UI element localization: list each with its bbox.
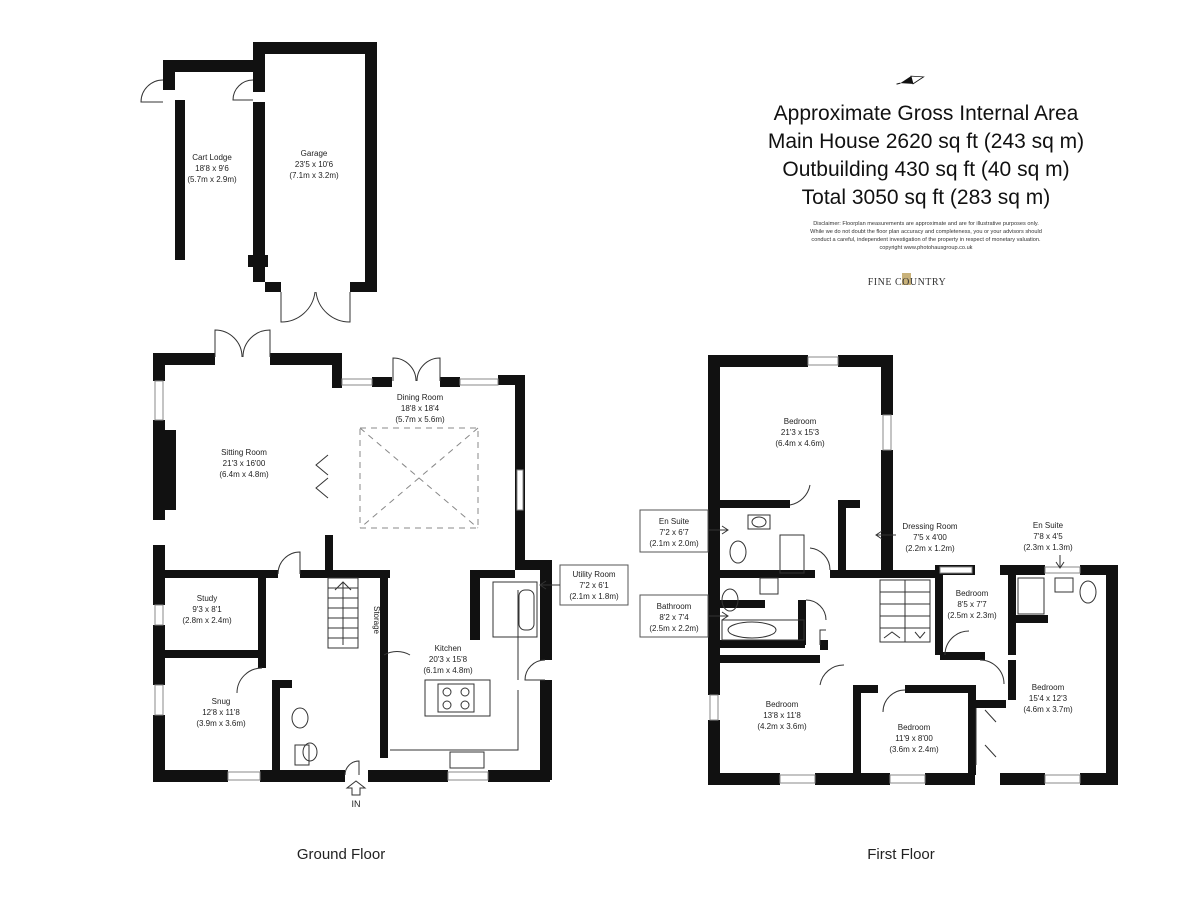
compass-icon [896, 75, 925, 85]
svg-text:En Suite: En Suite [1033, 521, 1064, 530]
area-outbuilding: Outbuilding 430 sq ft (40 sq m) [782, 158, 1069, 181]
svg-text:Bedroom: Bedroom [784, 417, 817, 426]
room-label-sitting-room: Sitting Room 21'3 x 16'00 (6.4m x 4.8m) [219, 448, 269, 479]
svg-text:7'8 x 4'5: 7'8 x 4'5 [1033, 532, 1063, 541]
svg-text:8'2 x 7'4: 8'2 x 7'4 [659, 613, 689, 622]
svg-text:Study: Study [197, 594, 217, 603]
room-label-kitchen: Kitchen 20'3 x 15'8 (6.1m x 4.8m) [423, 644, 473, 675]
svg-text:Snug: Snug [212, 697, 231, 706]
brand-logo: FINE COUNTRY [868, 273, 947, 288]
svg-text:Cart Lodge: Cart Lodge [192, 153, 232, 162]
room-label-snug: Snug 12'8 x 11'8 (3.9m x 3.6m) [196, 697, 246, 728]
area-total: Total 3050 sq ft (283 sq m) [802, 186, 1051, 209]
first-floor-plan [708, 355, 1118, 785]
svg-text:18'8 x 18'4: 18'8 x 18'4 [401, 404, 440, 413]
svg-text:18'8 x 9'6: 18'8 x 9'6 [195, 164, 229, 173]
svg-text:Dining Room: Dining Room [397, 393, 444, 402]
room-label-bedroom-4: Bedroom 13'8 x 11'8 (4.2m x 3.6m) [757, 700, 807, 731]
svg-text:(4.6m x 3.7m): (4.6m x 3.7m) [1023, 705, 1073, 714]
svg-text:(7.1m x 3.2m): (7.1m x 3.2m) [289, 171, 339, 180]
svg-text:(5.7m x 5.6m): (5.7m x 5.6m) [395, 415, 445, 424]
area-summary: Approximate Gross Internal Area Main Hou… [768, 102, 1084, 209]
svg-text:20'3 x 15'8: 20'3 x 15'8 [429, 655, 468, 664]
svg-text:8'5 x 7'7: 8'5 x 7'7 [957, 600, 987, 609]
room-label-utility-room: Utility Room 7'2 x 6'1 (2.1m x 1.8m) [569, 570, 619, 601]
svg-text:Bedroom: Bedroom [1032, 683, 1065, 692]
svg-text:Kitchen: Kitchen [435, 644, 462, 653]
area-main-house: Main House 2620 sq ft (243 sq m) [768, 130, 1084, 153]
svg-text:11'9 x 8'00: 11'9 x 8'00 [895, 734, 933, 743]
svg-text:(2.5m x 2.3m): (2.5m x 2.3m) [947, 611, 997, 620]
svg-text:Utility Room: Utility Room [572, 570, 615, 579]
svg-text:Dressing Room: Dressing Room [902, 522, 957, 531]
room-label-dressing-room: Dressing Room 7'5 x 4'00 (2.2m x 1.2m) [902, 522, 957, 553]
svg-text:En Suite: En Suite [659, 517, 690, 526]
svg-text:(2.8m x 2.4m): (2.8m x 2.4m) [182, 616, 232, 625]
svg-text:Bedroom: Bedroom [898, 723, 931, 732]
svg-text:Disclaimer: Floorplan measurem: Disclaimer: Floorplan measurements are a… [813, 221, 1039, 227]
room-label-storage: Storage [372, 606, 381, 635]
room-label-bathroom: Bathroom 8'2 x 7'4 (2.5m x 2.2m) [649, 602, 699, 633]
room-label-bedroom-main: Bedroom 21'3 x 15'3 (6.4m x 4.6m) [775, 417, 825, 448]
svg-text:(5.7m x 2.9m): (5.7m x 2.9m) [187, 175, 237, 184]
outbuilding [140, 42, 377, 323]
svg-text:23'5 x 10'6: 23'5 x 10'6 [295, 160, 334, 169]
svg-text:(2.5m x 2.2m): (2.5m x 2.2m) [649, 624, 699, 633]
room-label-garage: Garage 23'5 x 10'6 (7.1m x 3.2m) [289, 149, 339, 180]
room-label-bedroom-3: Bedroom 15'4 x 12'3 (4.6m x 3.7m) [1023, 683, 1073, 714]
room-label-en-suite-2: En Suite 7'8 x 4'5 (2.3m x 1.3m) [1023, 521, 1073, 552]
svg-text:(4.2m x 3.6m): (4.2m x 3.6m) [757, 722, 807, 731]
entry-arrow-icon [345, 780, 367, 796]
svg-text:(2.1m x 1.8m): (2.1m x 1.8m) [569, 592, 619, 601]
room-label-bedroom-5: Bedroom 11'9 x 8'00 (3.6m x 2.4m) [889, 723, 939, 754]
svg-text:While we do not doubt the floo: While we do not doubt the floor plan acc… [810, 229, 1042, 235]
svg-text:(6.4m x 4.8m): (6.4m x 4.8m) [219, 470, 269, 479]
svg-text:Garage: Garage [301, 149, 328, 158]
svg-text:Sitting Room: Sitting Room [221, 448, 267, 457]
area-title: Approximate Gross Internal Area [774, 102, 1079, 125]
room-label-en-suite-1: En Suite 7'2 x 6'7 (2.1m x 2.0m) [649, 517, 699, 548]
svg-text:(6.4m x 4.6m): (6.4m x 4.6m) [775, 439, 825, 448]
room-label-cart-lodge: Cart Lodge 18'8 x 9'6 (5.7m x 2.9m) [187, 153, 237, 184]
svg-text:15'4 x 12'3: 15'4 x 12'3 [1029, 694, 1068, 703]
svg-text:21'3 x 16'00: 21'3 x 16'00 [223, 459, 266, 468]
svg-text:Bedroom: Bedroom [766, 700, 799, 709]
svg-text:(2.2m x 1.2m): (2.2m x 1.2m) [905, 544, 955, 553]
entry-marker: IN [345, 780, 367, 809]
ground-floor-plan [153, 329, 552, 782]
svg-text:21'3 x 15'3: 21'3 x 15'3 [781, 428, 820, 437]
svg-text:12'8 x 11'8: 12'8 x 11'8 [202, 708, 240, 717]
svg-text:9'3 x 8'1: 9'3 x 8'1 [192, 605, 222, 614]
svg-text:(2.3m x 1.3m): (2.3m x 1.3m) [1023, 543, 1073, 552]
svg-text:(2.1m x 2.0m): (2.1m x 2.0m) [649, 539, 699, 548]
room-label-study: Study 9'3 x 8'1 (2.8m x 2.4m) [182, 594, 232, 625]
svg-text:copyright www.photohausgroup.c: copyright www.photohausgroup.co.uk [880, 245, 973, 251]
svg-text:conduct a careful, independent: conduct a careful, independent investiga… [811, 237, 1041, 243]
svg-text:13'8 x 11'8: 13'8 x 11'8 [763, 711, 801, 720]
svg-text:7'2 x 6'1: 7'2 x 6'1 [579, 581, 609, 590]
svg-text:(3.6m x 2.4m): (3.6m x 2.4m) [889, 745, 939, 754]
floor-label-ground: Ground Floor [297, 846, 385, 863]
svg-text:(6.1m x 4.8m): (6.1m x 4.8m) [423, 666, 473, 675]
room-label-dining-room: Dining Room 18'8 x 18'4 (5.7m x 5.6m) [395, 393, 445, 424]
entry-label: IN [352, 799, 361, 809]
svg-text:Bedroom: Bedroom [956, 589, 989, 598]
disclaimer: Disclaimer: Floorplan measurements are a… [810, 221, 1042, 251]
room-label-bedroom-2: Bedroom 8'5 x 7'7 (2.5m x 2.3m) [947, 589, 997, 620]
svg-text:(3.9m x 3.6m): (3.9m x 3.6m) [196, 719, 246, 728]
brand-logo-text: FINE COUNTRY [868, 277, 947, 288]
svg-text:7'5 x 4'00: 7'5 x 4'00 [913, 533, 947, 542]
callout-boxes [539, 509, 1065, 638]
floor-label-first: First Floor [867, 846, 935, 863]
svg-text:7'2 x 6'7: 7'2 x 6'7 [659, 528, 689, 537]
svg-text:Bathroom: Bathroom [657, 602, 692, 611]
